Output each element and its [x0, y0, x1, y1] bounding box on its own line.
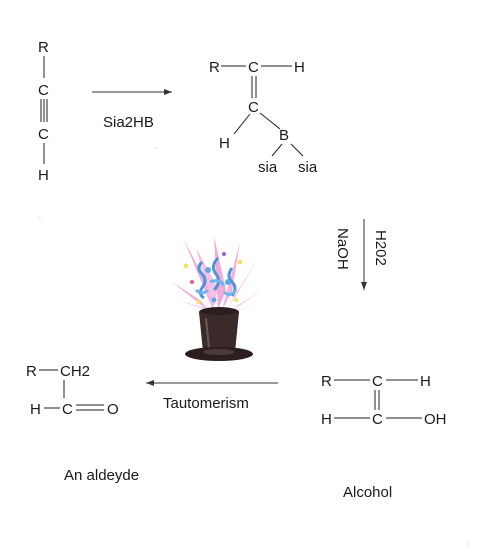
confetti-icon — [183, 252, 243, 304]
step1-reagent-label: Sia2HB — [103, 114, 154, 131]
step3-arrowhead — [146, 380, 154, 386]
vinylborane-sia2: sia — [298, 159, 318, 176]
sparkle-icon — [194, 256, 238, 303]
enol-c2: C — [372, 411, 383, 428]
step2-arrowhead — [361, 282, 367, 290]
step3-label: Tautomerism — [163, 395, 249, 412]
step2-reagent2-label: NaOH — [334, 228, 351, 270]
alkyne-c2: C — [38, 126, 49, 143]
aldehyde-c: C — [62, 401, 73, 418]
alkyne-h: H — [38, 167, 49, 184]
enol-h2: H — [321, 411, 332, 428]
enol-r: R — [321, 373, 332, 390]
vinylborane-c2: C — [248, 99, 259, 116]
enol-h1: H — [420, 373, 431, 390]
vinylborane-sia1: sia — [258, 159, 278, 176]
enol-caption: Alcohol — [343, 484, 392, 501]
step1-arrowhead — [164, 89, 172, 95]
magic-hat-icon — [172, 236, 262, 361]
aldehyde-o: O — [107, 401, 119, 418]
alkyne-c1: C — [38, 82, 49, 99]
step2-arrow: H202 NaOH — [334, 219, 389, 290]
step2-reagent1-label: H202 — [372, 230, 389, 266]
alkyne-structure: R C C H — [38, 39, 49, 184]
aldehyde-ch2: CH2 — [60, 363, 90, 380]
enol-c1: C — [372, 373, 383, 390]
vinylborane-bond-b-sia1 — [271, 143, 283, 157]
vinylborane-r: R — [209, 59, 220, 76]
aldehyde-r: R — [26, 363, 37, 380]
vinylborane-bond-b-sia2 — [290, 143, 304, 157]
aldehyde-caption: An aldeyde — [64, 467, 139, 484]
enol-oh: OH — [424, 411, 447, 428]
alkyne-r: R — [38, 39, 49, 56]
step1-arrow: Sia2HB — [92, 89, 172, 131]
step3-arrow: Tautomerism — [146, 380, 278, 412]
vinylborane-bond-c-h — [233, 113, 251, 135]
enol-structure: R C H H C OH Alcohol — [321, 373, 447, 501]
vinylborane-structure: R C H C H B sia sia — [209, 59, 318, 176]
aldehyde-structure: R CH2 H C O An aldeyde — [26, 363, 139, 484]
vinylborane-b: B — [279, 127, 289, 144]
aldehyde-h: H — [30, 401, 41, 418]
scan-specks — [39, 147, 469, 545]
vinylborane-h-left: H — [219, 135, 230, 152]
vinylborane-bond-c-b — [259, 112, 281, 130]
vinylborane-h-top: H — [294, 59, 305, 76]
vinylborane-c1: C — [248, 59, 259, 76]
